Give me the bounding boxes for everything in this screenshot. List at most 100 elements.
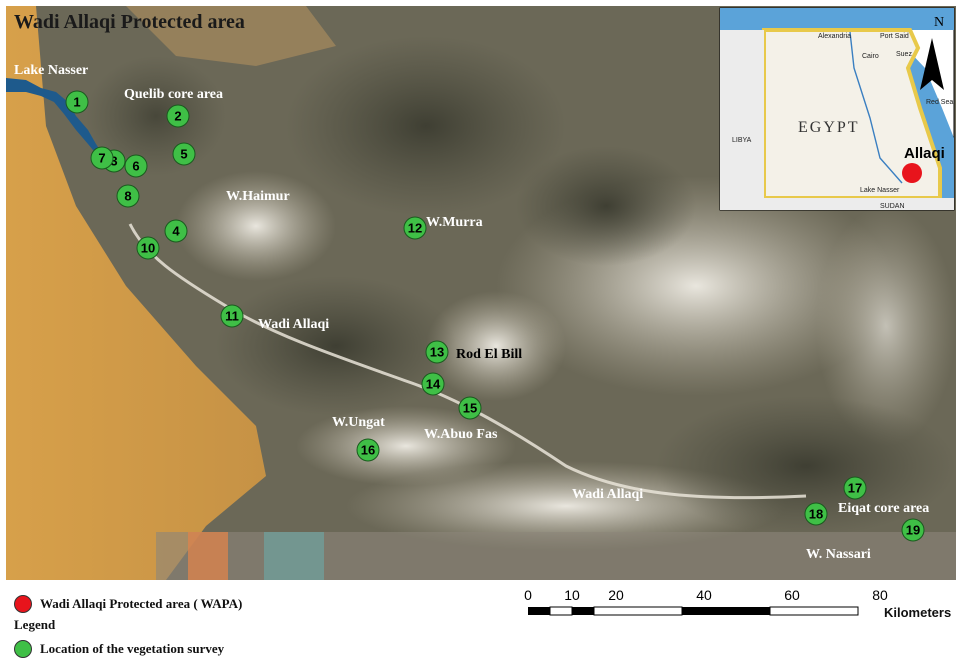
survey-site-label-16: 16 xyxy=(361,443,375,458)
w-murra-label: W.Murra xyxy=(426,215,483,230)
inset-lake-nasser-label: Lake Nasser xyxy=(860,187,900,194)
survey-site-marker-5 xyxy=(172,142,196,166)
dark-rock-3 xyxy=(656,396,956,536)
survey-site-marker-14 xyxy=(421,372,445,396)
survey-site-marker-11 xyxy=(220,304,244,328)
w-haimur-label: W.Haimur xyxy=(226,189,290,204)
legend-wapa-icon xyxy=(14,595,32,613)
survey-site-label-2: 2 xyxy=(174,109,181,124)
light-plain-1 xyxy=(176,171,336,281)
survey-site-marker-4 xyxy=(164,219,188,243)
scale-seg-6 xyxy=(769,606,859,616)
satellite-map: Wadi Allaqi Protected area Lake Nasser Q… xyxy=(6,6,956,580)
survey-site-label-4: 4 xyxy=(172,224,180,239)
north-arrow-label: N xyxy=(934,15,944,30)
survey-site-marker-8 xyxy=(116,184,140,208)
inset-city-alexandria: Alexandria xyxy=(818,33,851,40)
inset-city-port-said: Port Said xyxy=(880,33,909,40)
inset-libya-strip xyxy=(720,30,764,210)
inset-sudan-strip xyxy=(764,198,954,210)
scale-tick-10: 10 xyxy=(564,587,580,603)
scale-seg-1 xyxy=(528,607,550,615)
scale-tick-40: 40 xyxy=(696,587,712,603)
lake-nasser xyxy=(6,78,110,168)
survey-site-label-13: 13 xyxy=(430,345,444,360)
scale-tick-0: 0 xyxy=(524,587,532,603)
survey-site-marker-1 xyxy=(65,90,89,114)
scale-seg-5 xyxy=(682,607,770,615)
light-plain-6 xyxy=(816,206,956,446)
inset-country-label: EGYPT xyxy=(798,119,860,136)
lake-nasser-label: Lake Nasser xyxy=(14,63,88,78)
survey-site-label-11: 11 xyxy=(225,309,239,324)
dark-rock-2 xyxy=(216,276,456,416)
inset-city-cairo: Cairo xyxy=(862,53,879,60)
survey-site-label-12: 12 xyxy=(408,221,422,236)
survey-site-marker-12 xyxy=(403,216,427,240)
legend-survey-icon xyxy=(14,640,32,658)
quelib-core-area-label: Quelib core area xyxy=(124,87,223,102)
legend-item-survey: Location of the vegetation survey xyxy=(40,641,225,656)
survey-site-label-19: 19 xyxy=(906,523,920,538)
survey-site-label-17: 17 xyxy=(848,481,862,496)
eiqat-core-area-label: Eiqat core area xyxy=(838,501,929,516)
survey-site-label-7: 7 xyxy=(98,151,105,166)
survey-site-label-6: 6 xyxy=(132,159,139,174)
inset-nile xyxy=(849,31,903,184)
sand-desert-west xyxy=(6,6,266,580)
north-arrow-icon xyxy=(920,38,944,90)
survey-site-label-1: 1 xyxy=(73,95,80,110)
scale-tick-20: 20 xyxy=(608,587,624,603)
survey-site-label-5: 5 xyxy=(180,147,187,162)
survey-site-label-8: 8 xyxy=(124,189,131,204)
survey-site-label-3: 3 xyxy=(110,154,117,169)
dark-rock-4 xyxy=(516,146,696,266)
dark-rock-1 xyxy=(286,36,566,216)
survey-site-marker-16 xyxy=(356,438,380,462)
place-labels: Lake Nasser Quelib core area W.Haimur W.… xyxy=(14,63,929,562)
scale-seg-4 xyxy=(593,606,683,616)
inset-allaqi-marker xyxy=(902,163,922,183)
survey-site-label-15: 15 xyxy=(463,401,477,416)
survey-site-marker-6 xyxy=(124,154,148,178)
survey-site-label-10: 10 xyxy=(141,241,155,256)
map-title: Wadi Allaqi Protected area xyxy=(14,11,245,33)
rod-el-bill-label: Rod El Bill xyxy=(456,347,522,362)
inset-libya-label: LIBYA xyxy=(732,137,752,144)
inset-map: Alexandria Port Said Cairo Suez EGYPT LI… xyxy=(719,7,955,211)
survey-site-marker-13 xyxy=(425,340,449,364)
wadi-allaqi-bed xyxy=(128,223,807,500)
legend-item-wapa: Wadi Allaqi Protected area ( WAPA) xyxy=(40,596,243,611)
inset-city-suez: Suez xyxy=(896,51,912,58)
scale-bar-unit: Kilometers xyxy=(884,605,952,620)
scale-seg-3 xyxy=(572,607,594,615)
w-abuo-fas-label: W.Abuo Fas xyxy=(424,427,498,442)
survey-site-marker-2 xyxy=(166,104,190,128)
scale-tick-60: 60 xyxy=(784,587,800,603)
survey-site-marker-18 xyxy=(804,502,828,526)
w-ungat-label: W.Ungat xyxy=(332,415,385,430)
light-plain-5 xyxy=(296,406,516,486)
inset-sudan-label: SUDAN xyxy=(880,203,905,210)
inset-red-sea-label: Red Sea xyxy=(926,99,953,106)
survey-site-label-14: 14 xyxy=(426,377,441,392)
wadi-allaqi-label-2: Wadi Allaqi xyxy=(572,487,643,502)
color-patch-orange xyxy=(188,532,228,580)
wadi-allaqi-label-1: Wadi Allaqi xyxy=(258,317,329,332)
scale-seg-2 xyxy=(549,606,573,616)
inset-mediterranean xyxy=(720,8,954,30)
survey-site-label-18: 18 xyxy=(809,507,823,522)
survey-site-marker-7 xyxy=(90,146,114,170)
scale-bar-graphic xyxy=(528,606,859,616)
survey-site-marker-15 xyxy=(458,396,482,420)
inset-allaqi-label: Allaqi xyxy=(904,145,945,162)
survey-site-marker-19 xyxy=(901,518,925,542)
legend-heading: Legend xyxy=(14,617,56,632)
scale-tick-80: 80 xyxy=(872,587,888,603)
survey-site-marker-17 xyxy=(843,476,867,500)
survey-site-marker-10 xyxy=(136,236,160,260)
w-nassari-label: W. Nassari xyxy=(806,547,871,562)
sand-desert-north xyxy=(126,6,336,66)
color-patch-teal xyxy=(264,532,324,580)
